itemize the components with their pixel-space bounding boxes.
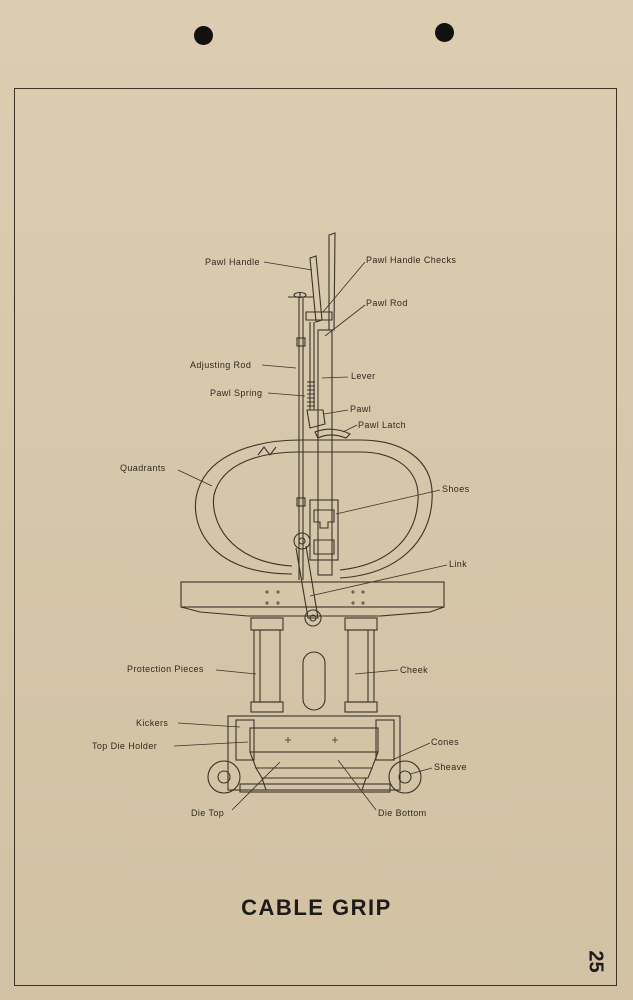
cheek-right: [347, 629, 375, 703]
lever-bar: [317, 329, 333, 576]
label-cones: Cones: [431, 737, 459, 747]
shoes: [309, 499, 339, 561]
label-pawl-latch: Pawl Latch: [358, 420, 406, 430]
label-shoes: Shoes: [442, 484, 470, 494]
label-top-die-holder: Top Die Holder: [92, 741, 157, 751]
drawing-border: [14, 88, 617, 986]
label-pawl-rod: Pawl Rod: [366, 298, 408, 308]
sheave-right: [388, 760, 422, 794]
label-pawl-spring: Pawl Spring: [210, 388, 262, 398]
label-lever: Lever: [351, 371, 376, 381]
label-cheek: Cheek: [400, 665, 428, 675]
label-die-top: Die Top: [191, 808, 224, 818]
page-title: CABLE GRIP: [241, 895, 392, 920]
label-pawl-handle: Pawl Handle: [205, 257, 260, 267]
punch-hole-right: [435, 23, 454, 42]
page-number: 25: [584, 950, 607, 973]
quadrant-inner: [212, 451, 419, 571]
top-die-holder: [249, 727, 379, 753]
pawl-spring: [307, 381, 315, 407]
label-kickers: Kickers: [136, 718, 168, 728]
label-link: Link: [449, 559, 467, 569]
label-pawl: Pawl: [350, 404, 371, 414]
label-pawl-handle-checks: Pawl Handle Checks: [366, 255, 456, 265]
pawl-latch: [314, 428, 351, 439]
cheek-left: [253, 629, 281, 703]
link: [295, 545, 319, 619]
label-sheave: Sheave: [434, 762, 467, 772]
label-quadrants: Quadrants: [120, 463, 166, 473]
label-protection-pieces: Protection Pieces: [127, 664, 204, 674]
sheave-left: [207, 760, 241, 794]
label-die-bottom: Die Bottom: [378, 808, 427, 818]
punch-hole-left: [194, 26, 213, 45]
quadrant-outer: [194, 439, 433, 579]
center-slot: [302, 651, 326, 711]
label-adjusting-rod: Adjusting Rod: [190, 360, 251, 370]
pawl: [306, 409, 326, 429]
